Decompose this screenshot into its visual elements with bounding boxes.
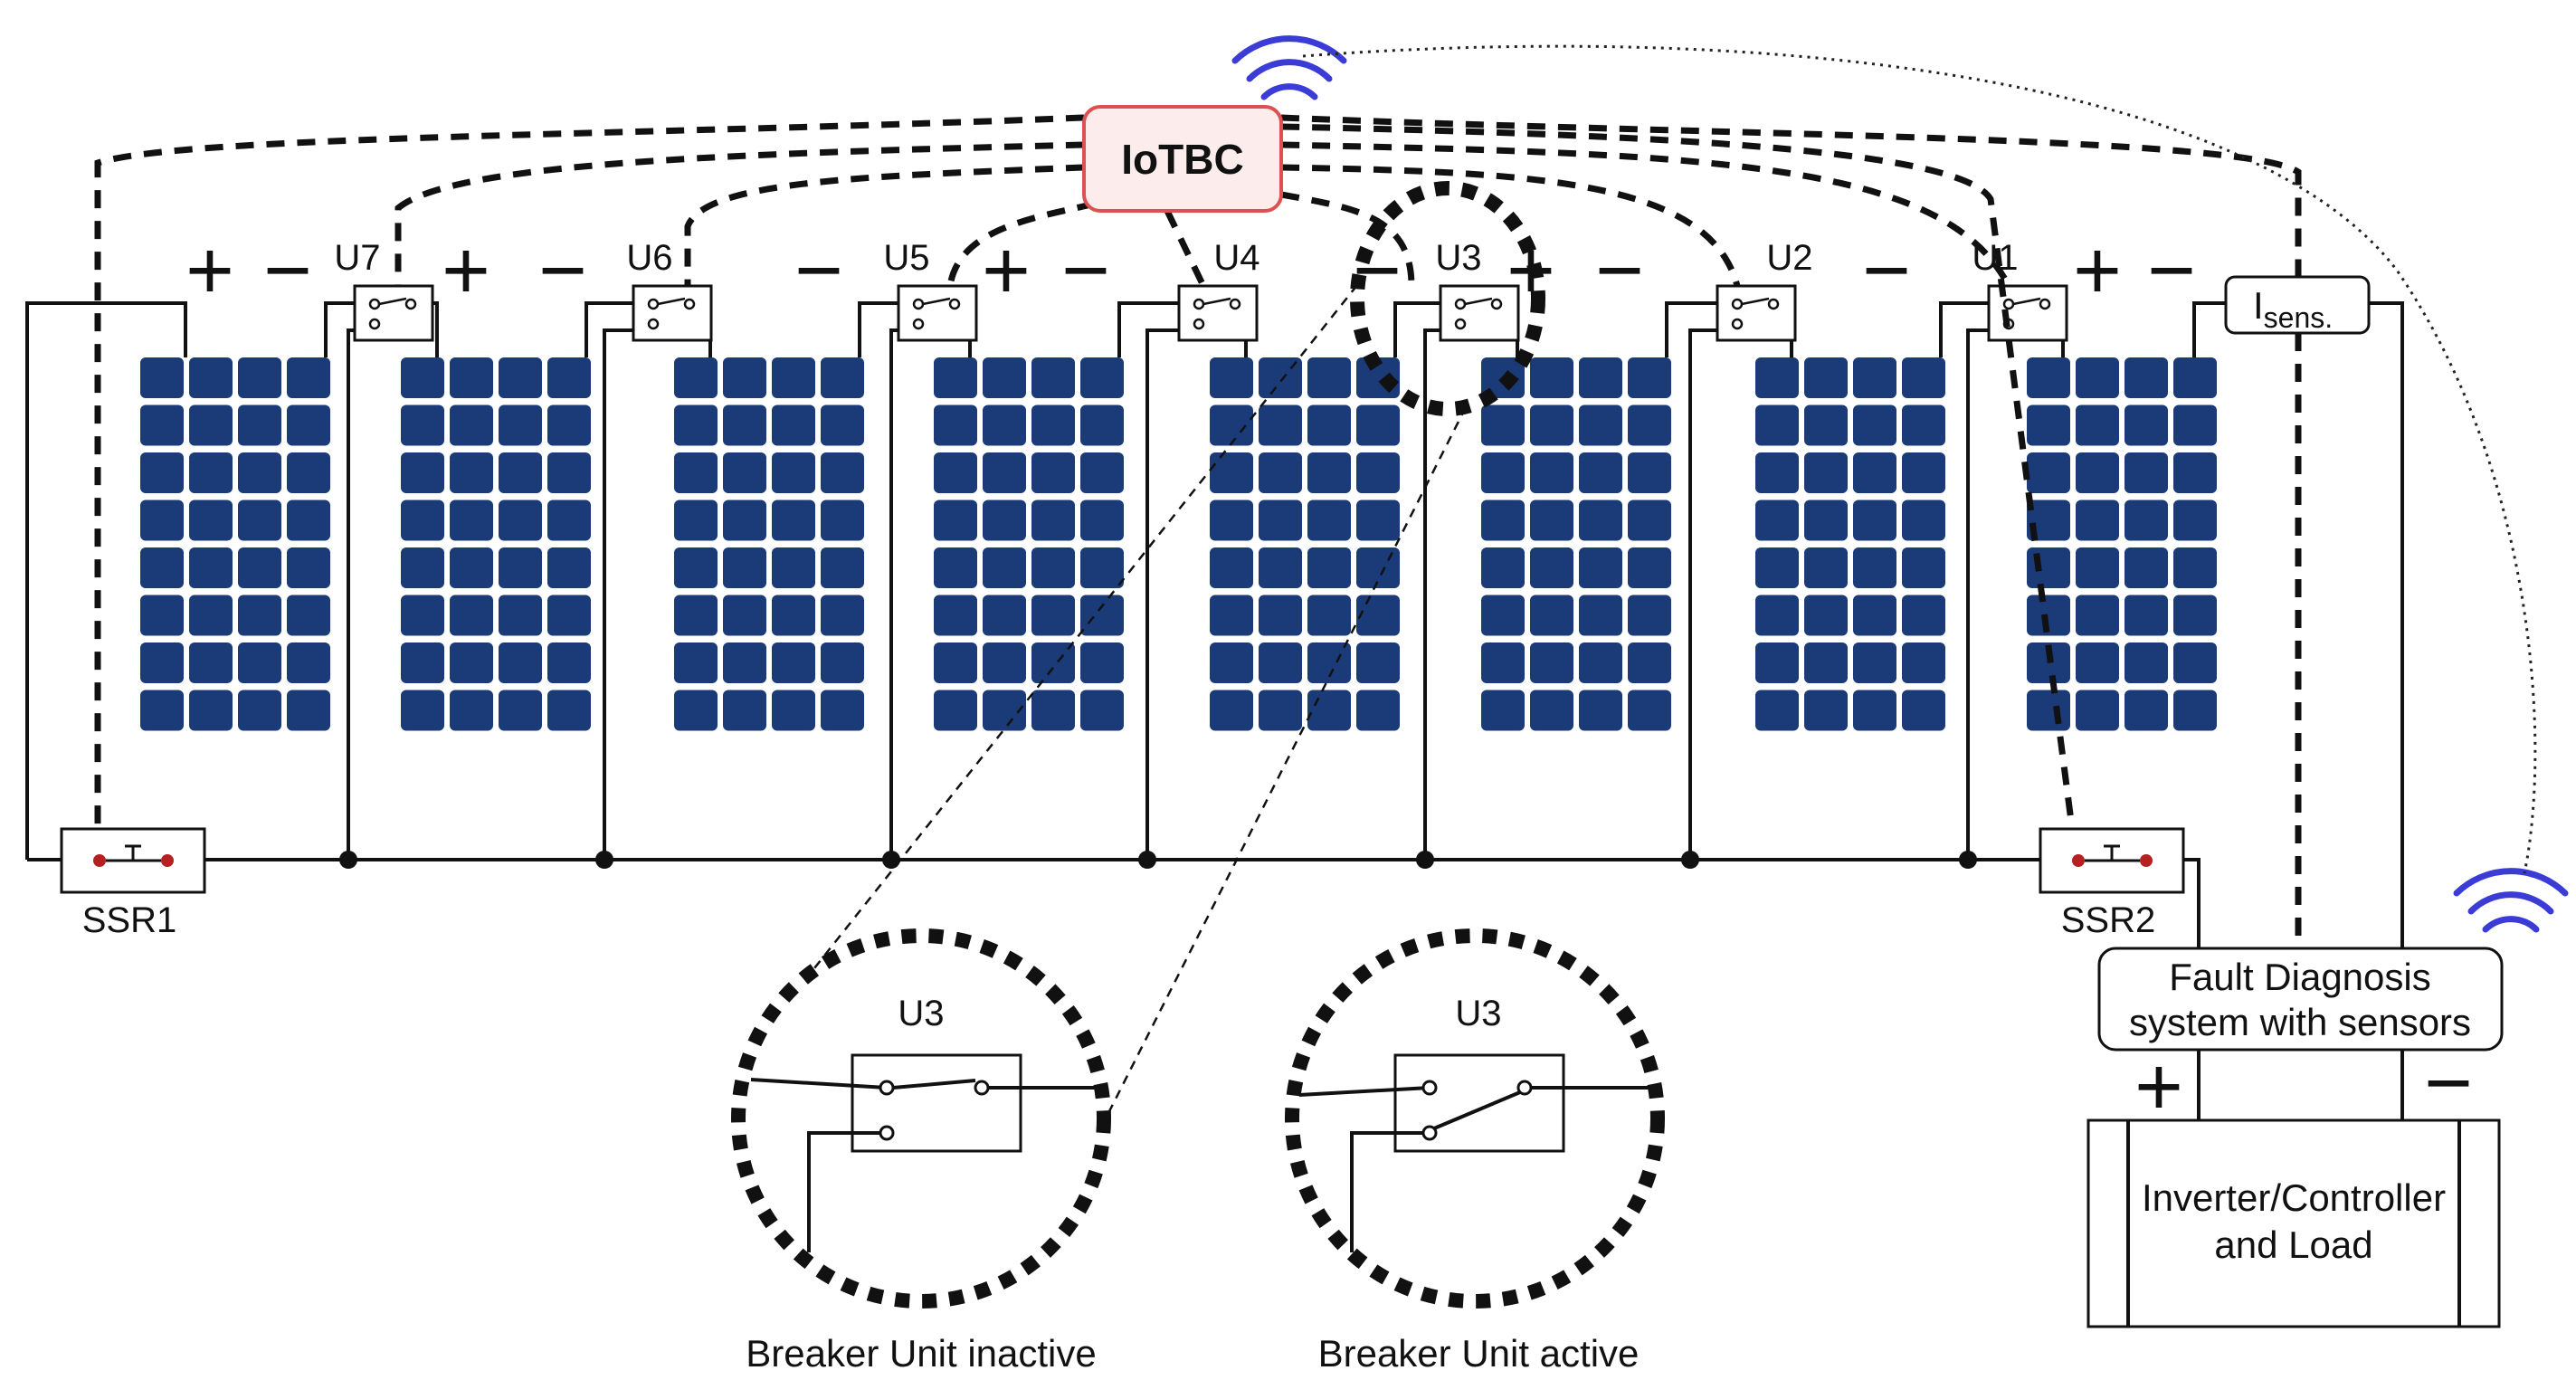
- sensor-to-fault: [2369, 301, 2404, 948]
- detail-active: U3 Breaker Unit active: [1285, 928, 1665, 1375]
- fault-diagnosis-box: Fault Diagnosis system with sensors: [2097, 947, 2504, 1052]
- minus-sign: −: [1353, 224, 1402, 317]
- minus-sign: −: [1595, 224, 1644, 317]
- load-plus-sign: +: [2134, 1041, 2183, 1133]
- minus-sign: −: [538, 224, 587, 317]
- unit-label-u3: U3: [1435, 238, 1481, 278]
- ssr2-label: SSR2: [2061, 900, 2156, 940]
- plus-sign: +: [982, 224, 1031, 317]
- unit-label-u1: U1: [1972, 238, 2018, 278]
- plus-sign: +: [2073, 224, 2122, 317]
- switch-icon: [324, 284, 439, 869]
- isens-main: I: [2253, 284, 2264, 327]
- iotbc-controller: IoTBC: [1082, 105, 1283, 213]
- u3-highlight-circle: [1350, 181, 1545, 416]
- control-line: [394, 141, 1085, 286]
- control-line: [1280, 191, 1415, 287]
- switch-icon: [585, 284, 713, 869]
- bus-junction-dot: [882, 851, 900, 869]
- solar-panel-icon: [2027, 357, 2217, 731]
- solar-panels: [140, 357, 2217, 731]
- control-lines: [94, 114, 2302, 948]
- unit-label-u6: U6: [626, 238, 672, 278]
- solar-panel-icon: [401, 357, 591, 731]
- bus-junction-dot: [1681, 851, 1699, 869]
- control-line: [946, 200, 1096, 287]
- isens-sub: sens.: [2264, 301, 2333, 334]
- minus-sign: −: [1061, 224, 1110, 317]
- unit-label-u5: U5: [883, 238, 929, 278]
- bus-junction-dot: [1416, 851, 1434, 869]
- solar-panel-icon: [1210, 357, 1400, 731]
- fault-line2: system with sensors: [2129, 1001, 2471, 1043]
- plus-sign: +: [185, 224, 234, 317]
- ssr1-relay: SSR1: [60, 827, 206, 940]
- detail-inactive: U3 Breaker Unit inactive: [731, 928, 1111, 1375]
- detail-inactive-unit: U3: [898, 994, 944, 1033]
- current-sensor: Isens.: [2224, 275, 2371, 335]
- zoom-lines: [813, 284, 1468, 1123]
- switch-icon: [1117, 284, 1259, 869]
- control-line: [684, 164, 1085, 286]
- detail-active-unit: U3: [1455, 994, 1501, 1033]
- plus-sign: +: [1507, 224, 1555, 317]
- wifi-icon: [1231, 35, 1347, 100]
- control-line: [1164, 209, 1207, 288]
- load-minus-sign: −: [2424, 1037, 2473, 1129]
- inverter-line1: Inverter/Controller: [2142, 1176, 2446, 1219]
- minus-sign: −: [1862, 224, 1911, 317]
- svg-text:Isens.: Isens.: [2253, 284, 2333, 334]
- inverter-load-box: Inverter/Controller and Load: [2086, 1118, 2501, 1328]
- ssr1-label: SSR1: [82, 900, 177, 940]
- ssr2-relay: SSR2: [2039, 827, 2185, 940]
- bus-junction-dot: [1959, 851, 1977, 869]
- detail-active-caption: Breaker Unit active: [1318, 1332, 1640, 1375]
- inverter-line2: and Load: [2214, 1223, 2372, 1266]
- solar-panel-icon: [934, 357, 1124, 731]
- switch-icon: [1393, 284, 1520, 869]
- switch-icon: [1665, 284, 1797, 869]
- detail-inactive-caption: Breaker Unit inactive: [746, 1332, 1097, 1375]
- control-line: [1280, 164, 1741, 287]
- iotbc-label: IoTBC: [1121, 136, 1243, 183]
- string-wiring: [25, 284, 2404, 1120]
- left-outer-wire: [25, 301, 187, 860]
- solar-panel-icon: [1755, 357, 1945, 731]
- solar-panel-icon: [140, 357, 330, 731]
- solar-panel-icon: [674, 357, 864, 731]
- bus-to-fault: [2183, 858, 2201, 948]
- fault-line1: Fault Diagnosis: [2169, 956, 2430, 998]
- bus-junction-dot: [1138, 851, 1156, 869]
- unit-label-u7: U7: [334, 238, 380, 278]
- wifi-icon: [2453, 868, 2569, 933]
- minus-sign: −: [794, 224, 843, 317]
- solar-panel-icon: [1481, 357, 1671, 731]
- unit-label-u4: U4: [1213, 238, 1259, 278]
- control-line: [1280, 141, 2012, 288]
- minus-sign: −: [2147, 224, 2196, 317]
- plus-sign: +: [442, 224, 490, 317]
- switch-icon: [858, 284, 978, 869]
- minus-sign: −: [263, 224, 312, 317]
- bus-junction-dot: [595, 851, 613, 869]
- bus-junction-dot: [339, 851, 357, 869]
- control-line: [94, 114, 1085, 831]
- unit-label-u2: U2: [1766, 238, 1812, 278]
